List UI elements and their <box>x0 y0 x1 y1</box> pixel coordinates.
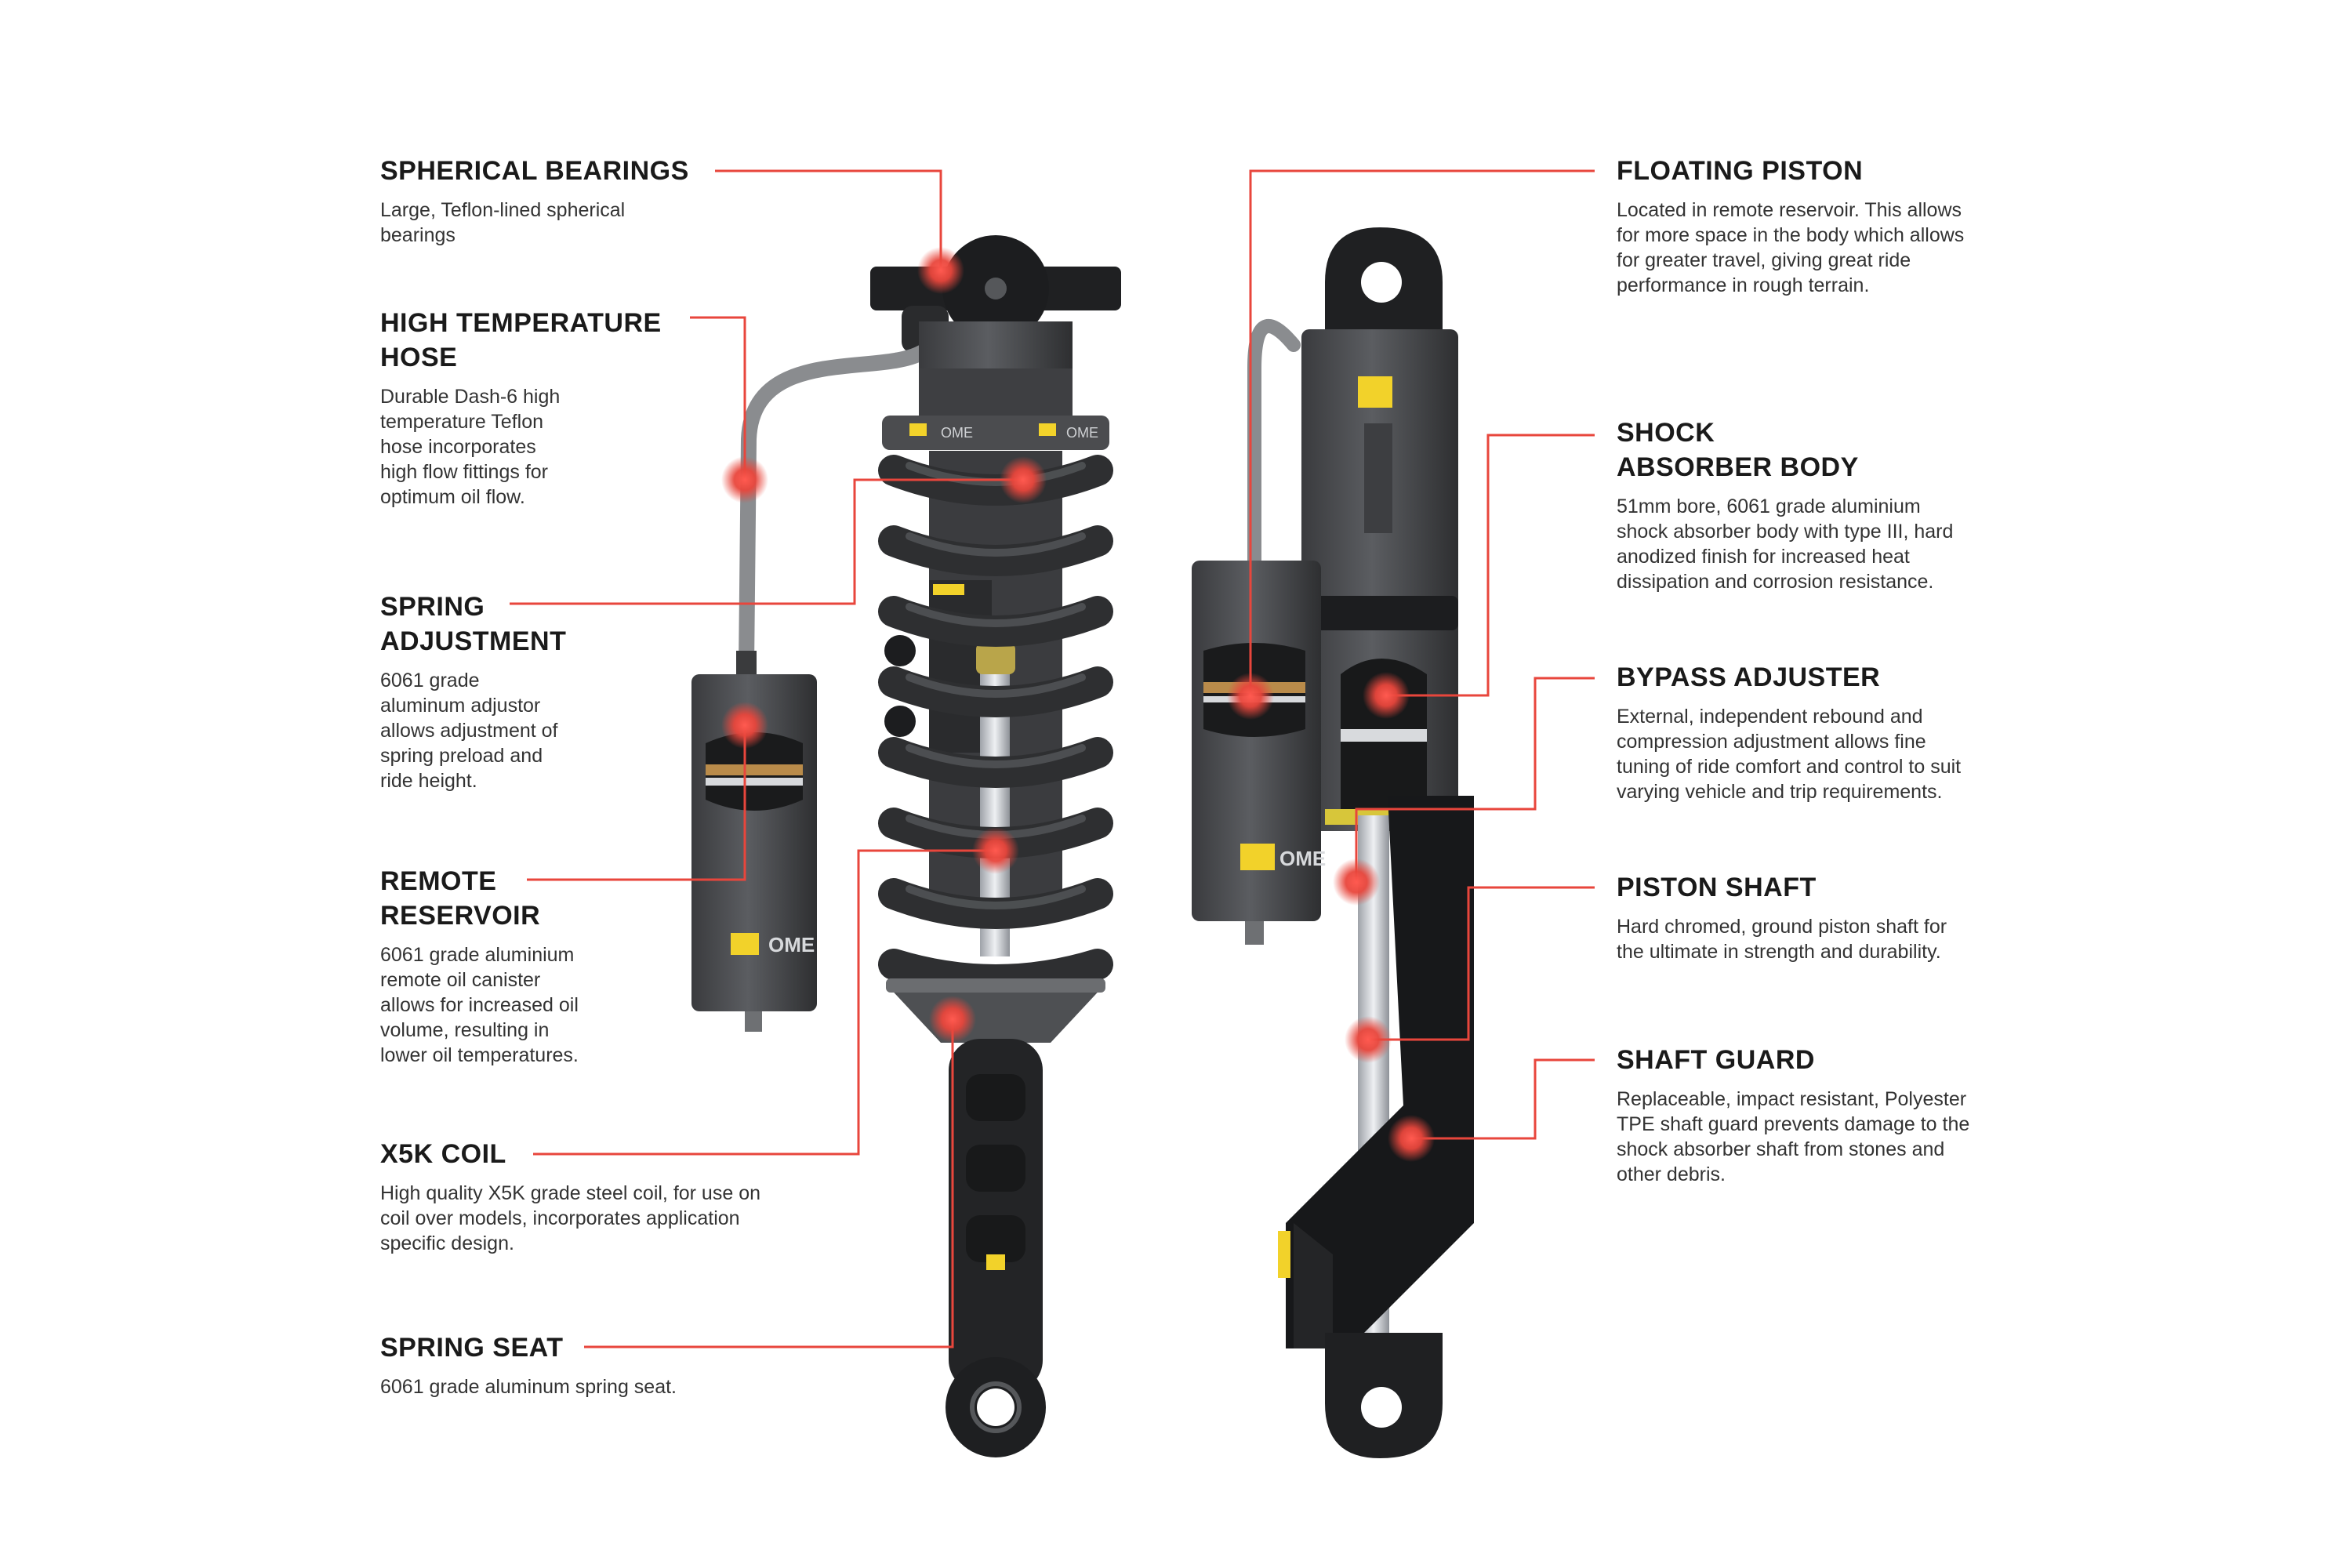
callout-body: Hard chromed, ground piston shaft for th… <box>1617 916 1947 963</box>
callout-title: SHOCK ABSORBER BODY <box>1617 418 1859 482</box>
spring-seat <box>886 984 1105 1043</box>
callout-body: Durable Dash-6 high temperature Teflon h… <box>380 386 561 508</box>
reservoir-badge-text: OME <box>768 933 815 956</box>
dot-spherical-bearings <box>917 247 964 294</box>
callout-remote-reservoir: REMOTE RESERVOIR 6061 grade aluminium re… <box>380 864 579 1068</box>
callout-title: HIGH TEMPERATURE HOSE <box>380 308 662 372</box>
callout-body: 6061 grade aluminum adjustor allows adju… <box>380 670 558 792</box>
leader-shock-absorber-body <box>1386 434 1595 697</box>
leader-spring-seat <box>584 1019 954 1348</box>
dot-remote-reservoir <box>721 702 768 749</box>
dot-floating-piston <box>1227 673 1274 720</box>
callout-body: Replaceable, impact resistant, Polyester… <box>1617 1088 1970 1185</box>
callout-title: SPRING SEAT <box>380 1333 564 1363</box>
callout-piston-shaft: PISTON SHAFT Hard chromed, ground piston… <box>1617 870 1947 964</box>
dot-shaft-guard <box>1388 1115 1435 1162</box>
hose <box>739 345 929 674</box>
callout-high-temp-hose: HIGH TEMPERATURE HOSE Durable Dash-6 hig… <box>380 306 662 510</box>
dot-bypass-adjuster <box>1333 858 1380 906</box>
callout-x5k-coil: X5K COIL High quality X5K grade steel co… <box>380 1137 760 1256</box>
callout-shock-absorber-body: SHOCK ABSORBER BODY 51mm bore, 6061 grad… <box>1617 416 1953 594</box>
shock-right: OME <box>1192 227 1474 1458</box>
callout-title: FLOATING PISTON <box>1617 156 1864 186</box>
callout-title: SPHERICAL BEARINGS <box>380 156 689 186</box>
right-reservoir-badge-text: OME <box>1279 847 1326 870</box>
leader-bypass-adjuster <box>1355 677 1595 882</box>
callout-title: BYPASS ADJUSTER <box>1617 662 1881 692</box>
callout-spring-seat: SPRING SEAT 6061 grade aluminum spring s… <box>380 1330 677 1399</box>
callout-title: REMOTE RESERVOIR <box>380 866 541 931</box>
reservoir-clamp <box>1278 596 1458 630</box>
callout-body: Located in remote reservoir. This allows… <box>1617 199 1965 296</box>
leader-shaft-guard <box>1411 1058 1595 1140</box>
leader-lines <box>510 169 1595 1348</box>
callout-title: SPRING ADJUSTMENT <box>380 592 567 656</box>
leader-high-temp-hose <box>690 316 746 480</box>
left-lower-eye <box>946 1357 1046 1457</box>
coilover-left: OME OME <box>691 235 1121 1457</box>
callout-spring-adjustment: SPRING ADJUSTMENT 6061 grade aluminum ad… <box>380 590 566 793</box>
leader-x5k-coil <box>533 849 996 1156</box>
right-hose <box>1247 319 1301 572</box>
collar-badge-text-1: OME <box>941 425 973 441</box>
callout-spherical-bearings: SPHERICAL BEARINGS Large, Teflon-lined s… <box>380 154 689 248</box>
callout-body: High quality X5K grade steel coil, for u… <box>380 1182 760 1254</box>
callout-body: 6061 grade aluminium remote oil canister… <box>380 944 579 1066</box>
callout-floating-piston: FLOATING PISTON Located in remote reserv… <box>1617 154 1964 298</box>
right-upper-eye <box>1325 227 1443 345</box>
callout-body: Large, Teflon-lined spherical bearings <box>380 199 626 246</box>
callout-shaft-guard: SHAFT GUARD Replaceable, impact resistan… <box>1617 1043 1969 1187</box>
dot-high-temp-hose <box>721 456 768 503</box>
callout-bypass-adjuster: BYPASS ADJUSTER External, independent re… <box>1617 660 1961 804</box>
right-reservoir: OME <box>1192 561 1326 945</box>
leader-remote-reservoir <box>527 725 746 881</box>
leader-spring-adjustment <box>510 478 1023 605</box>
shaft-guard-plate <box>1286 796 1474 1348</box>
callout-body: 6061 grade aluminum spring seat. <box>380 1376 677 1398</box>
dot-piston-shaft <box>1345 1016 1392 1063</box>
collar-badge-text-2: OME <box>1066 425 1098 441</box>
leader-spherical-bearings <box>715 169 942 270</box>
leader-floating-piston <box>1249 169 1595 696</box>
spring-adjuster-collar: OME OME <box>882 416 1109 450</box>
right-lower-eye <box>1325 1333 1443 1458</box>
dot-spring-seat <box>929 996 976 1043</box>
callout-title: X5K COIL <box>380 1139 506 1169</box>
dot-x5k-coil <box>972 827 1019 874</box>
dot-shock-absorber-body <box>1363 672 1410 719</box>
callout-body: 51mm bore, 6061 grade aluminium shock ab… <box>1617 495 1954 593</box>
callout-title: SHAFT GUARD <box>1617 1045 1815 1075</box>
callout-title: PISTON SHAFT <box>1617 873 1817 902</box>
callout-body: External, independent rebound and compre… <box>1617 706 1962 803</box>
marker-dots <box>721 247 1435 1162</box>
remote-reservoir-canister: OME <box>691 674 817 1032</box>
leader-piston-shaft <box>1368 886 1595 1041</box>
dot-spring-adjustment <box>1000 456 1047 503</box>
